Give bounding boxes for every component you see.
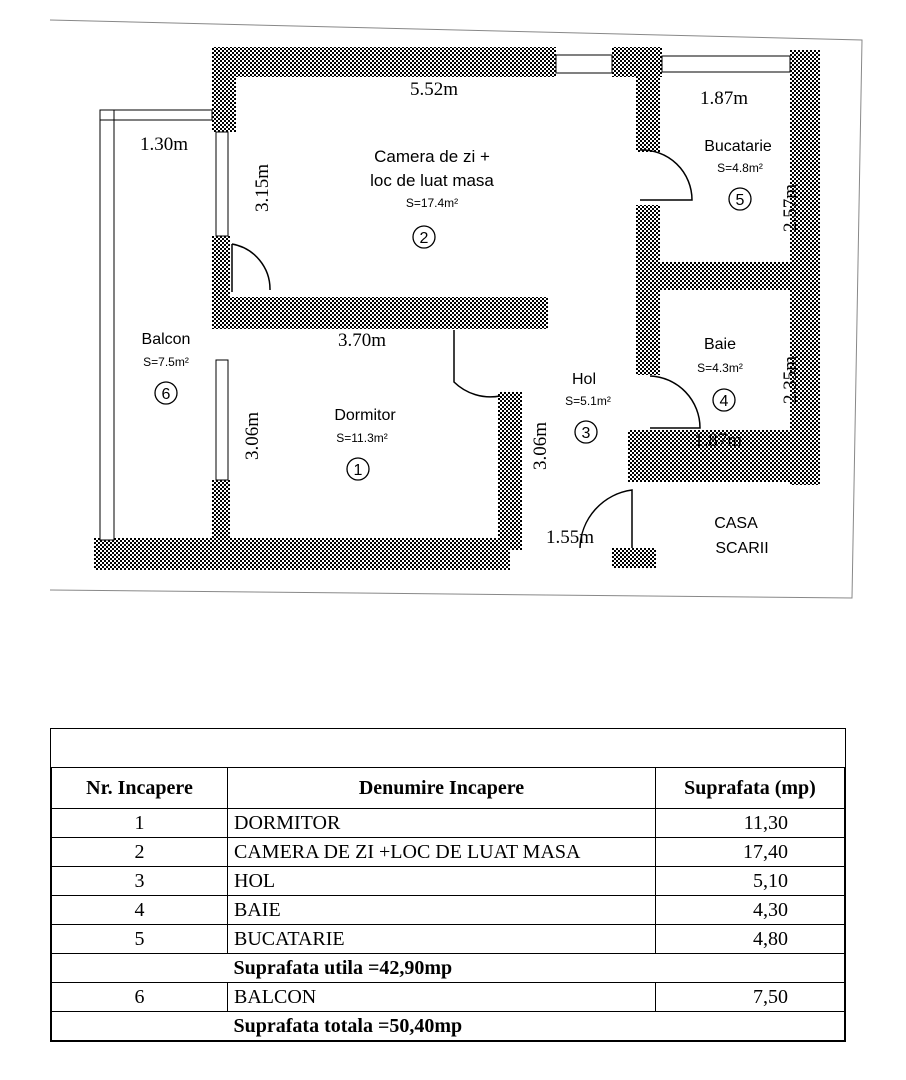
room-6-number-circle [154,381,178,405]
room-6-number: 6 [162,386,171,403]
windows [99,54,791,541]
sheet-border [49,19,863,599]
cell-room-number: 5 [51,924,228,954]
cell-room-name: BUCATARIE [227,924,656,954]
table-row: 2 CAMERA DE ZI +LOC DE LUAT MASA 17,40 [51,837,845,867]
room-3-name: Hol [572,371,596,388]
room-1-number: 1 [354,462,363,479]
dim-kitchen-width: 1.87m [700,88,748,109]
table-row: 5 BUCATARIE 4,80 [51,924,845,954]
cell-room-number: 6 [51,982,228,1012]
room-1-area: S=11.3m² [336,431,387,445]
floor-plan: 5.52m 1.87m 1.30m 3.15m 2.57m 3.70m 3.06… [49,19,863,599]
room-3-area: S=5.1m² [565,394,611,408]
dim-balcony-width: 1.30m [140,134,188,155]
dim-living-height: 3.15m [252,164,273,212]
cell-area: 7,50 [655,982,845,1012]
room-2-name-line1: Camera de zi + [374,147,490,166]
dim-living-width: 5.52m [410,79,458,100]
stairwell-label-line1: CASA [714,515,758,532]
table-row: 1 DORMITOR 11,30 [51,808,845,838]
room-5-number-circle [728,187,752,211]
cell-area: 17,40 [655,837,845,867]
subtotal-row: Suprafata utila =42,90mp [51,953,845,983]
cell-room-name: CAMERA DE ZI +LOC DE LUAT MASA [227,837,656,867]
dim-bath-height: 2.35m [780,356,801,404]
walls [94,47,820,570]
header-area: Suprafata (mp) [655,767,845,809]
dim-bath-width: 1.87m [694,430,742,451]
room-2-number: 2 [420,230,429,247]
cell-room-number: 1 [51,808,228,838]
room-1-number-circle [346,457,370,481]
room-2-name-line2: loc de luat masa [370,171,494,190]
room-areas-table: Nr. Incapere Denumire Incapere Suprafata… [50,728,846,1042]
cell-room-name: BAIE [227,895,656,925]
room-6-area: S=7.5m² [143,355,189,369]
total-area: Suprafata totala =50,40mp [227,1011,845,1041]
cell-room-name: BALCON [227,982,656,1012]
room-5-name: Bucatarie [704,138,772,155]
stairwell-label-line2: SCARII [715,540,768,557]
table-header-row: Nr. Incapere Denumire Incapere Suprafata… [51,767,845,809]
cell-room-number: 4 [51,895,228,925]
dim-kitchen-height: 2.57m [780,184,801,232]
room-4-number: 4 [720,393,729,410]
subtotal-spacer [51,953,228,983]
cell-area: 11,30 [655,808,845,838]
room-5-area: S=4.8m² [717,161,763,175]
room-3-number: 3 [582,425,591,442]
dimensions: 5.52m 1.87m 1.30m 3.15m 2.57m 3.70m 3.06… [140,79,801,548]
room-4-number-circle [712,388,736,412]
cell-room-name: DORMITOR [227,808,656,838]
room-6-name: Balcon [142,331,191,348]
dim-bedroom-height: 3.06m [242,412,263,460]
table-row: 4 BAIE 4,30 [51,895,845,925]
room-1-name: Dormitor [334,407,396,424]
header-room-name: Denumire Incapere [227,767,656,809]
table-row: 3 HOL 5,10 [51,866,845,896]
table-row: 6 BALCON 7,50 [51,982,845,1012]
cell-area: 5,10 [655,866,845,896]
room-labels: Camera de zi + loc de luat masa S=17.4m²… [142,138,772,557]
room-4-area: S=4.3m² [697,361,743,375]
subtotal-usable-area: Suprafata utila =42,90mp [227,953,845,983]
dim-hall-height: 3.06m [530,422,551,470]
cell-room-number: 2 [51,837,228,867]
dim-hall-width: 1.55m [546,527,594,548]
room-2-number-circle [412,225,436,249]
doors [231,149,701,549]
table-top-band [51,729,845,767]
total-spacer [51,1011,228,1041]
cell-room-name: HOL [227,866,656,896]
total-row: Suprafata totala =50,40mp [51,1011,845,1041]
dim-bedroom-width: 3.70m [338,330,386,351]
room-4-name: Baie [704,336,736,353]
cell-room-number: 3 [51,866,228,896]
room-5-number: 5 [736,192,745,209]
room-2-area: S=17.4m² [406,196,458,210]
header-room-number: Nr. Incapere [51,767,228,809]
room-3-number-circle [574,420,598,444]
cell-area: 4,80 [655,924,845,954]
cell-area: 4,30 [655,895,845,925]
